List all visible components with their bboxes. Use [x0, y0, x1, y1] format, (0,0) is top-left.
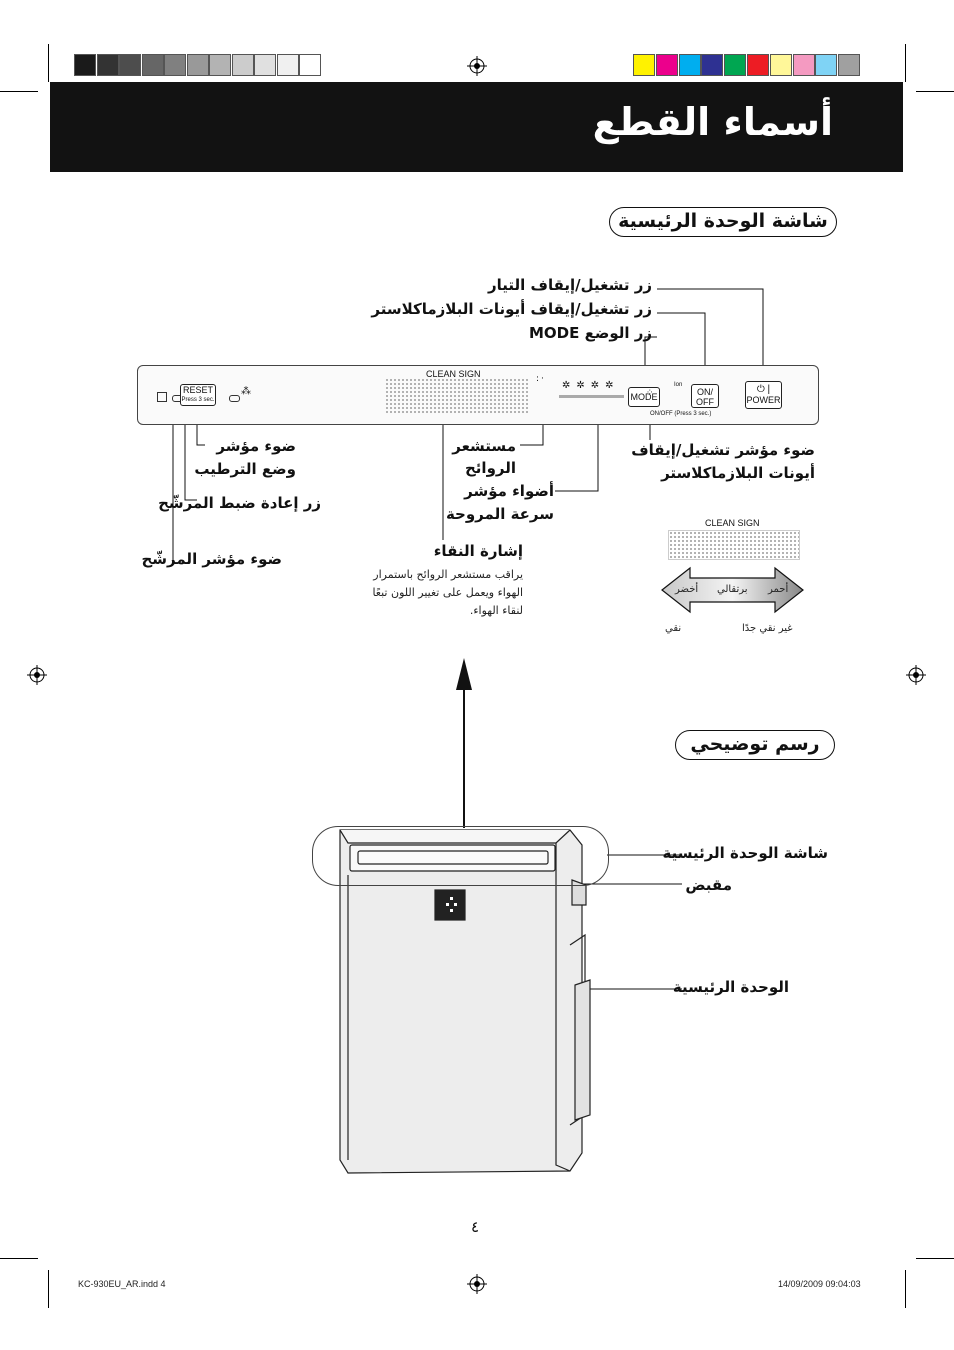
footer-file: KC-930EU_AR.indd 4 [78, 1279, 166, 1289]
odor-sensor-lamps: :· [536, 374, 546, 384]
registration-mark [467, 1274, 487, 1294]
ion-label: Ion [674, 382, 683, 388]
gray-swatch [119, 54, 141, 76]
color-swatch [655, 54, 678, 76]
gray-swatch [276, 54, 299, 76]
header-bar: أسماء القطع [50, 82, 903, 172]
callout-filter-lamp: ضوء مؤشر المرشّح [141, 550, 282, 568]
color-swatch [633, 54, 655, 76]
callout-ion-lamp-2: أيونات البلازماكلاستر [661, 464, 815, 482]
air-purifier-illustration [339, 829, 591, 1174]
on-label: ON/ [696, 387, 713, 397]
callout-fan-2: سرعة المروحة [445, 505, 554, 523]
clean-sign-display [385, 378, 528, 414]
callout-clean-sign: إشارة النقاء [433, 542, 523, 560]
color-swatch [678, 54, 701, 76]
power-icon: ⏻ | [756, 384, 771, 395]
crop-mark [0, 91, 38, 92]
display-highlight-ring [312, 826, 609, 886]
humidify-lamp [229, 395, 240, 402]
reset-label: RESET [182, 385, 213, 395]
color-swatch [838, 54, 861, 76]
crop-mark [916, 91, 954, 92]
callout-ion-button: زر تشغيل/إيقاف أيونات البلازماكلاستر [371, 300, 652, 318]
callout-humid-2: وضع الترطيب [194, 460, 296, 478]
scale-clean-sign-display [668, 530, 800, 560]
section-title-illustration: رسم توضيحي [675, 730, 835, 760]
callout-reset-button: زر إعادة ضبط المرشّح [158, 494, 321, 512]
callout-mode-button: زر الوضع MODE [528, 324, 652, 342]
crop-mark [48, 1270, 49, 1308]
fan-speed-bar [559, 395, 624, 398]
page-number: ٤ [471, 1218, 480, 1236]
registration-mark [906, 665, 926, 685]
color-swatch [747, 54, 769, 76]
power-label: POWER [746, 395, 781, 405]
color-swatch [792, 54, 815, 76]
crop-mark [916, 1258, 954, 1259]
crop-mark [0, 1258, 38, 1259]
callout-fan-1: أضواء مؤشر [464, 482, 554, 500]
gray-swatch [164, 54, 186, 76]
color-swatch [701, 54, 724, 76]
page-title: أسماء القطع [592, 100, 833, 144]
registration-mark [27, 665, 47, 685]
callout-odor-2: الروائح [464, 459, 516, 477]
crop-mark [905, 1270, 906, 1308]
label-main-display: شاشة الوحدة الرئيسية [662, 844, 828, 862]
label-handle: مقبض [685, 876, 732, 894]
scale-red: أحمر [768, 584, 789, 595]
clean-desc-line: لنقاء الهواء. [469, 604, 523, 617]
clean-desc-line: الهواء ويعمل على تغيير اللون تبعًا [372, 586, 523, 599]
gray-swatch [186, 54, 209, 76]
label-main-unit: الوحدة الرئيسية [672, 978, 789, 996]
humidify-icon: ⁂ [241, 386, 251, 397]
ion-press-note: ON/OFF (Press 3 sec.) [650, 411, 712, 417]
scale-clean: نقي [665, 623, 682, 634]
callout-power-button: زر تشغيل/إيقاف التيار [488, 276, 652, 294]
color-swatch [724, 54, 747, 76]
callout-humid-1: ضوء مؤشر [216, 437, 296, 455]
scale-green: أخضر [675, 584, 699, 595]
clean-sign-label: CLEAN SIGN [426, 369, 481, 379]
crop-mark [905, 44, 906, 82]
clean-desc-line: يراقب مستشعر الروائح باستمرار [373, 568, 523, 581]
color-scale-arrow [661, 566, 804, 614]
gray-swatch [141, 54, 164, 76]
clean-sign-description: يراقب مستشعر الروائح باستمرار الهواء ويع… [353, 566, 523, 620]
section-title-main-display: شاشة الوحدة الرئيسية [609, 207, 837, 237]
gray-swatch [299, 54, 321, 76]
footer-date: 14/09/2009 09:04:03 [778, 1279, 861, 1289]
filter-icon [157, 392, 167, 402]
fan-speed-icons: ✲✲✲✲ [562, 380, 620, 391]
registration-mark [467, 56, 487, 76]
power-button[interactable]: ⏻ | POWER [745, 381, 782, 409]
mode-button[interactable]: MODE [628, 387, 660, 407]
reset-sublabel: Press 3 sec. [181, 397, 215, 403]
ion-dots: ⁘ [646, 388, 655, 398]
reset-button[interactable]: RESET Press 3 sec. [180, 384, 216, 406]
gray-swatch [231, 54, 254, 76]
scale-orange: برتقالي [717, 584, 748, 595]
crop-mark [48, 44, 49, 82]
color-swatch [815, 54, 838, 76]
gray-swatch [96, 54, 119, 76]
scale-unclean: غير نقي جدًا [742, 623, 793, 634]
scale-clean-sign-label: CLEAN SIGN [705, 518, 760, 528]
gray-swatch [74, 54, 96, 76]
gray-swatch [254, 54, 276, 76]
color-swatch [769, 54, 792, 76]
callout-odor-1: مستشعر [452, 437, 516, 455]
ion-onoff-button[interactable]: ON/ OFF [691, 384, 719, 408]
off-label: OFF [696, 397, 714, 407]
control-panel-drawing: RESET Press 3 sec. ⁂ CLEAN SIGN :· ✲✲✲✲ … [137, 365, 819, 425]
gray-swatch [209, 54, 231, 76]
callout-ion-lamp-1: ضوء مؤشر تشغيل/إيقاف [631, 441, 815, 459]
